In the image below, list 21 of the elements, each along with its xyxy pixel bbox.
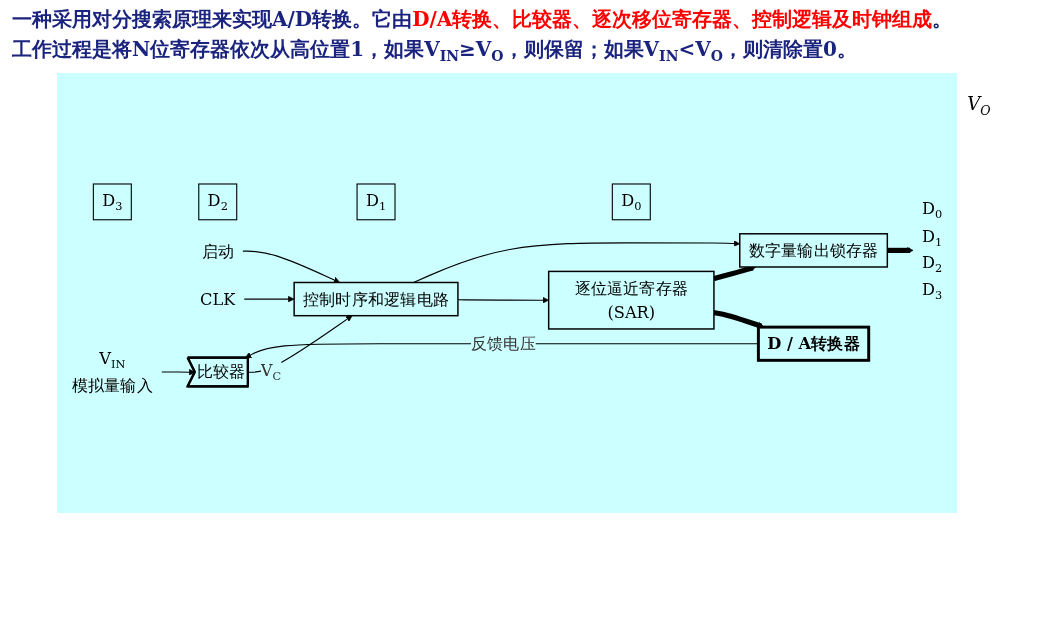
signal-label: V$_{O}$ [967, 93, 991, 118]
node-text: V$_{IN}$ 模拟量输入 [72, 349, 154, 395]
node-box: D$_{0}$ [612, 183, 652, 221]
node-box: D$_{3}$ [93, 183, 133, 221]
edge-label: 反馈电压 [471, 334, 537, 353]
node-text: CLK [200, 289, 236, 309]
arrow [413, 240, 741, 284]
description-text: 工作过程是将N位寄存器依次从高位置1，如果V$_{IN}$≥V$_{O}$，则保留；如果V$_{IN}$<V$_{O}$，则清除置0。 [12, 36, 858, 66]
node-text: 启动 [201, 241, 235, 261]
node-box: 逐位逼近寄存器(SAR) [548, 270, 715, 330]
node-text: D$_{0}$ D$_{1}$ D$_{2}$ D$_{3}$ [922, 199, 943, 302]
arrow [242, 250, 341, 283]
description-text: 一种采用对分搜索原理来实现A/D转换。它由D/A转换、比较器、逐次移位寄存器、控制逻辑及时钟组成。 [12, 6, 954, 32]
node-box: D$_{1}$ [356, 183, 396, 221]
edge-label: V$_{C}$ [261, 361, 282, 384]
node-box: 控制时序和逻辑电路 [293, 281, 459, 317]
node-box: 数字量输出锁存器 [739, 233, 889, 268]
node-box: D / A转换器 [757, 325, 871, 362]
node-box: D$_{2}$ [198, 183, 238, 221]
arrow [244, 295, 295, 303]
arrow [887, 247, 914, 254]
